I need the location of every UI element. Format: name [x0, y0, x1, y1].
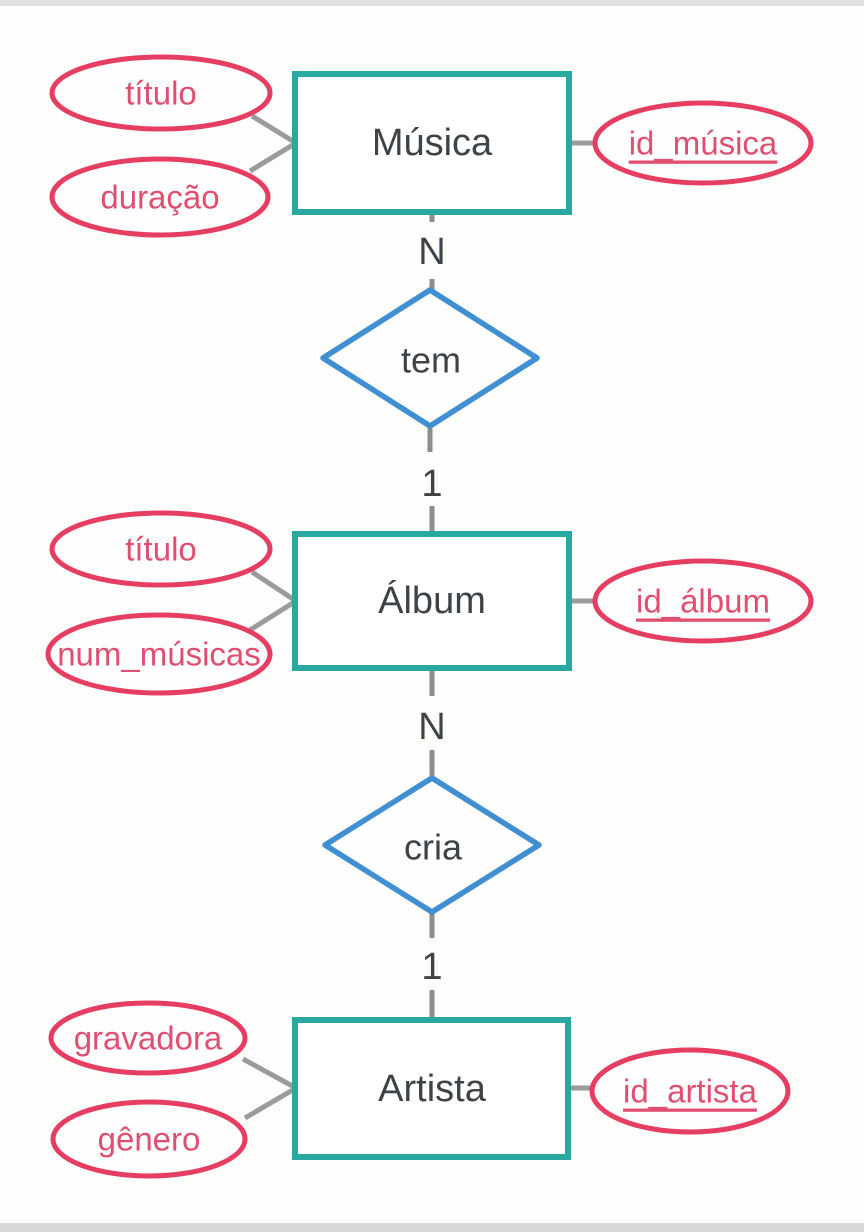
attribute-nummusicas-ellipse — [45, 612, 273, 696]
attribute-idmusica-label: id_música — [629, 125, 778, 162]
attribute-nummusicas-label: num_músicas — [57, 636, 261, 673]
connector-duracao-musica — [248, 140, 298, 174]
entity-musica-label: Música — [372, 122, 493, 164]
connector-nummusicas-album — [248, 598, 298, 633]
entity-artista-box — [292, 1017, 571, 1160]
connector-lines — [241, 113, 595, 1121]
attribute-gravadora-ellipse — [48, 1000, 248, 1076]
attribute-titulo-album-label: título — [125, 531, 197, 568]
attribute-genero-label: gênero — [98, 1121, 201, 1158]
relationship-tem-label: tem — [401, 340, 461, 381]
connector-titulo-album — [250, 569, 298, 604]
entity-musica-box — [292, 71, 572, 215]
connector-genero-artista — [243, 1085, 298, 1121]
entity-album-label: Álbum — [378, 579, 486, 622]
bottom-edge-artifact — [0, 1223, 864, 1232]
cardinality-cria-bottom: 1 — [421, 946, 442, 988]
attribute-titulo-album-ellipse — [49, 510, 273, 588]
cardinality-cria-top: N — [418, 706, 445, 748]
top-edge-artifact — [0, 0, 864, 6]
relationship-tem-diamond — [320, 287, 540, 429]
attribute-duracao-label: duração — [100, 179, 219, 216]
attribute-duracao-ellipse — [49, 156, 271, 238]
attribute-titulo-musica-ellipse — [49, 54, 273, 132]
connector-gravadora-artista — [241, 1056, 298, 1091]
relationship-cria-label: cria — [404, 827, 463, 868]
attribute-idalbum-label: id_álbum — [636, 583, 770, 620]
attribute-idartista-label: id_artista — [623, 1073, 758, 1110]
connector-titulo-musica — [250, 113, 298, 146]
relationship-cria-diamond — [322, 775, 542, 915]
entity-album-box — [292, 531, 572, 671]
attribute-gravadora-label: gravadora — [74, 1020, 223, 1057]
attribute-idalbum-ellipse — [592, 558, 814, 644]
cardinality-tem-top: N — [418, 231, 445, 273]
attribute-titulo-musica-label: título — [125, 75, 197, 112]
entity-artista-label: Artista — [378, 1068, 487, 1110]
attribute-idmusica-ellipse — [592, 100, 814, 186]
attribute-genero-ellipse — [50, 1099, 248, 1179]
cardinality-tem-bottom: 1 — [421, 463, 442, 505]
attribute-idartista-ellipse — [589, 1047, 791, 1135]
